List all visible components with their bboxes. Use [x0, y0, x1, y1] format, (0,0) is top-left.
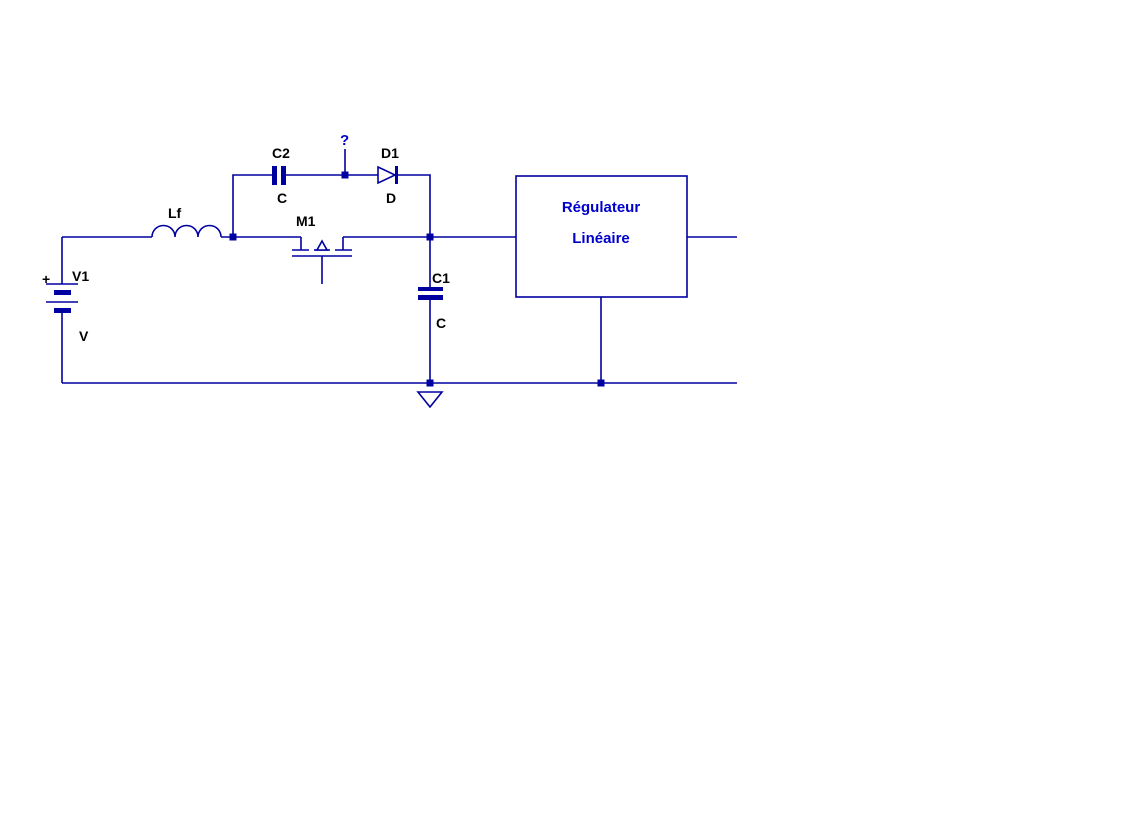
diode-d1	[377, 165, 398, 185]
labels: + V1 V Lf C2 C ? D1 D M1 C1 C	[42, 132, 450, 344]
d1-value-label: D	[386, 190, 396, 206]
mosfet-arrow-icon	[315, 239, 329, 251]
regulator-title-line2: Linéaire	[572, 230, 630, 247]
node	[341, 171, 349, 179]
c2-ref-label: C2	[272, 145, 290, 161]
ground-icon	[416, 391, 444, 409]
junction-nodes	[229, 171, 605, 387]
c1-value-label: C	[436, 315, 446, 331]
inductor-ref-label: Lf	[168, 205, 182, 221]
m1-ref-label: M1	[296, 213, 316, 229]
regulator-block: Régulateur Linéaire	[515, 175, 688, 298]
c1-ref-label: C1	[432, 270, 450, 286]
node	[426, 233, 434, 241]
node	[426, 379, 434, 387]
battery-value-label: V	[79, 328, 89, 344]
capacitor-c2	[272, 166, 286, 185]
d1-ref-label: D1	[381, 145, 399, 161]
inductor-lf	[151, 224, 222, 238]
battery-plus-label: +	[42, 271, 50, 287]
mosfet-m1	[292, 237, 352, 284]
node	[229, 233, 237, 241]
node	[597, 379, 605, 387]
battery-v1	[46, 283, 78, 313]
battery-ref-label: V1	[72, 268, 89, 284]
c2-value-label: C	[277, 190, 287, 206]
capacitor-c1	[418, 287, 443, 300]
regulator-title-line1: Régulateur	[562, 199, 641, 216]
probe-question-label: ?	[340, 132, 349, 149]
